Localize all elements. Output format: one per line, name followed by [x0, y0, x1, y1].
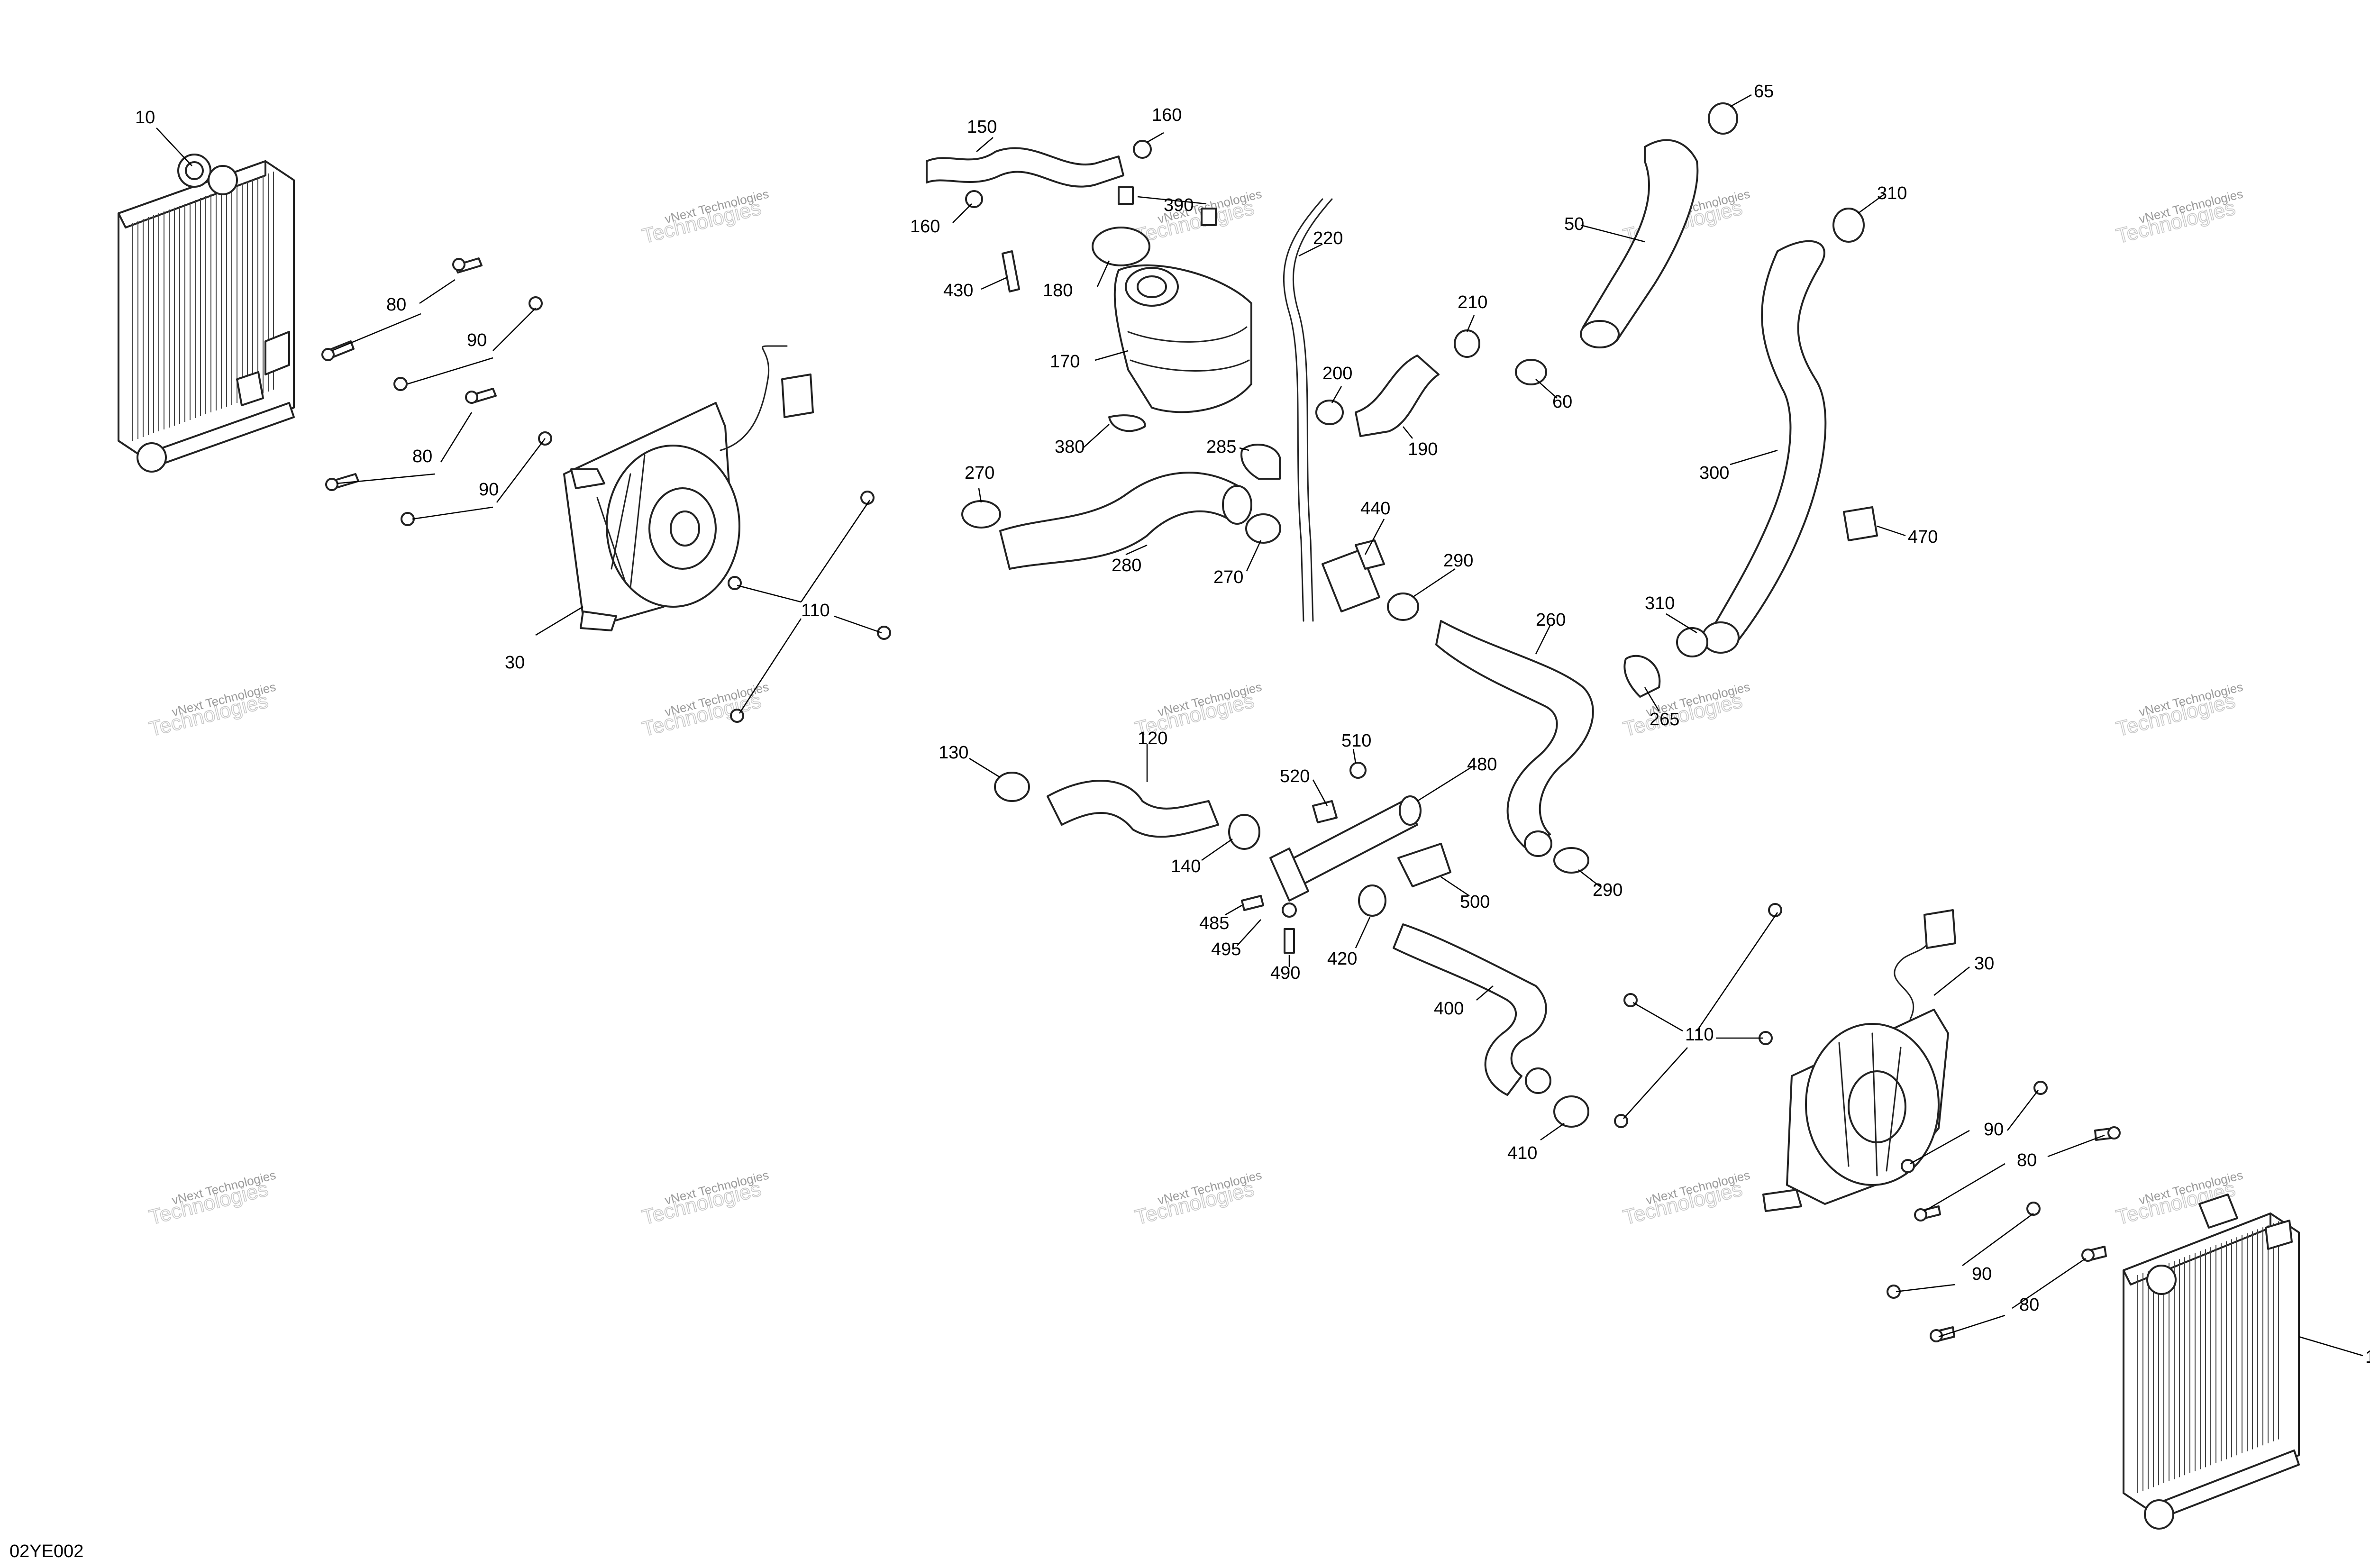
callout-220: 220 [1313, 228, 1343, 248]
callout-90: 90 [1972, 1264, 1992, 1284]
callout-260: 260 [1536, 610, 1566, 630]
callout-490: 490 [1270, 963, 1300, 983]
figure-code: 02YE002 [9, 1541, 83, 1561]
parts-layer [118, 102, 2300, 1530]
callout-90: 90 [467, 330, 487, 350]
callout-140: 140 [1171, 857, 1201, 876]
callout-180: 180 [1043, 281, 1073, 301]
callout-labels: 10 80 90 80 90 30 110 150 160 160 390 43… [135, 82, 2370, 1367]
callout-310: 310 [1877, 183, 1907, 203]
callout-10: 10 [135, 108, 155, 128]
callout-470: 470 [1908, 527, 1938, 547]
callout-290: 290 [1443, 551, 1473, 571]
callout-160: 160 [1152, 105, 1182, 125]
callout-80: 80 [2019, 1295, 2039, 1315]
callout-110: 110 [801, 601, 830, 620]
hose-400 [1393, 923, 1589, 1128]
callout-80: 80 [412, 447, 432, 466]
callout-430: 430 [943, 281, 973, 301]
callout-30: 30 [1974, 954, 1994, 974]
callout-150: 150 [967, 117, 997, 137]
callout-160: 160 [910, 217, 940, 237]
manifold-480 [1241, 762, 1451, 954]
hose-280 [961, 472, 1281, 570]
callout-170: 170 [1050, 352, 1080, 372]
fasteners-left [321, 257, 552, 526]
callout-270: 270 [965, 463, 994, 483]
callout-65: 65 [1754, 82, 1774, 101]
clamp-285 [1240, 444, 1281, 480]
hose-150 [926, 140, 1152, 292]
tee-440 [1322, 539, 1419, 621]
callout-400: 400 [1434, 999, 1464, 1019]
fan-right [1614, 903, 1956, 1212]
callout-200: 200 [1322, 364, 1352, 383]
hose-260 [1435, 620, 1661, 874]
callout-10: 10 [2365, 1347, 2370, 1367]
callout-110: 110 [1685, 1025, 1714, 1045]
hose-190 [1315, 329, 1480, 437]
coolant-reservoir [1092, 208, 1252, 432]
callout-280: 280 [1112, 556, 1141, 575]
callout-90: 90 [479, 480, 499, 500]
callout-410: 410 [1507, 1143, 1537, 1163]
radiator-left [118, 154, 295, 473]
callout-30: 30 [505, 653, 525, 673]
callout-190: 190 [1408, 439, 1438, 459]
bracket-470 [1843, 506, 1878, 541]
callout-130: 130 [939, 743, 968, 763]
callout-495: 495 [1211, 939, 1241, 959]
leader-lines [156, 94, 2363, 1357]
callout-80: 80 [2017, 1150, 2037, 1170]
callout-300: 300 [1699, 463, 1729, 483]
callout-440: 440 [1360, 499, 1390, 519]
callout-80: 80 [386, 295, 406, 315]
callout-285: 285 [1206, 437, 1236, 457]
callout-210: 210 [1458, 292, 1487, 312]
hose-300 [1676, 208, 1865, 657]
radiator-right [2123, 1194, 2300, 1530]
callout-380: 380 [1055, 437, 1085, 457]
callout-485: 485 [1199, 913, 1229, 933]
callout-420: 420 [1327, 949, 1357, 969]
callout-290: 290 [1593, 880, 1623, 900]
callout-500: 500 [1460, 892, 1490, 912]
fan-left [563, 345, 891, 723]
callout-270: 270 [1213, 567, 1243, 587]
callout-390: 390 [1164, 195, 1194, 215]
callout-90: 90 [1984, 1120, 2004, 1140]
callout-50: 50 [1564, 214, 1584, 234]
callout-60: 60 [1552, 392, 1572, 412]
vent-tube-220 [1283, 198, 1323, 622]
callout-265: 265 [1650, 710, 1679, 729]
callout-480: 480 [1467, 755, 1497, 775]
callout-310: 310 [1645, 593, 1675, 613]
callout-510: 510 [1341, 731, 1371, 751]
callout-520: 520 [1280, 766, 1310, 786]
callout-120: 120 [1138, 729, 1167, 748]
hose-120 [994, 772, 1260, 850]
